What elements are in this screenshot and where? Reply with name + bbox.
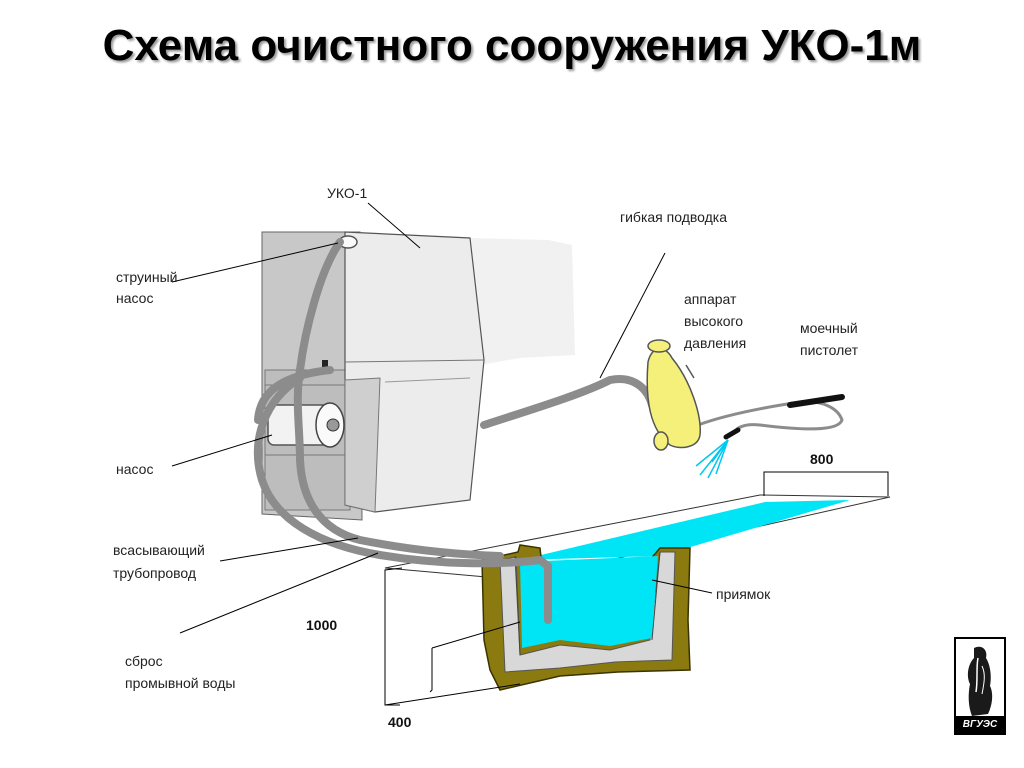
leader-discharge (179, 552, 379, 634)
dimension-1000: 1000 (306, 617, 338, 633)
discharge-pipe (254, 366, 334, 424)
dimension-lines (384, 471, 889, 706)
label-suction-1: всасывающий (113, 542, 205, 558)
label-jet-pump-1: струиный (116, 269, 178, 285)
water-surface (520, 500, 850, 560)
label-gun-2: пистолет (800, 342, 859, 358)
gun-hose (697, 400, 844, 436)
label-flexible-hose: гибкая подводка (620, 209, 728, 225)
label-gun-1: моечный (800, 320, 858, 336)
dimension-800: 800 (810, 451, 834, 467)
logo-text: ВГУЭС (962, 719, 998, 730)
flexible-hose (480, 375, 656, 429)
page-title: Схема очистного сооружения УКО-1м (102, 21, 922, 70)
leader-suction (219, 537, 359, 562)
leader-pit (651, 579, 713, 594)
leader-uko (367, 202, 421, 249)
label-pump: насос (116, 461, 154, 477)
leader-flexible-hose (599, 252, 666, 379)
university-logo (954, 637, 1006, 735)
dim-1000-bracket (384, 567, 403, 706)
label-hp-1: аппарат (684, 291, 737, 307)
dim-400-bracket (429, 648, 433, 693)
suction-pipe (253, 374, 552, 624)
label-jet-pump-2: насос (116, 290, 154, 306)
leader-jet-pump (171, 242, 339, 283)
pipes (253, 238, 656, 624)
jet-pump-pipe (293, 238, 504, 560)
label-suction-2: трубопровод (113, 565, 197, 581)
label-hp-3: давления (684, 335, 747, 351)
washing-gun (723, 394, 845, 440)
label-hp-2: высокого (684, 313, 744, 329)
label-discharge-2: промывной воды (125, 675, 236, 691)
dim-800-bracket (763, 471, 889, 496)
label-discharge-1: сброс (125, 653, 163, 669)
label-pit: приямок (716, 586, 771, 602)
high-pressure-apparatus (646, 339, 701, 451)
water-spray (695, 439, 729, 479)
label-uko: УКО-1 (327, 185, 368, 201)
leader-pump (171, 434, 273, 467)
dimension-400: 400 (388, 714, 412, 730)
pit-water (520, 556, 658, 648)
leader-lines (171, 202, 713, 634)
background-panel (470, 238, 575, 365)
